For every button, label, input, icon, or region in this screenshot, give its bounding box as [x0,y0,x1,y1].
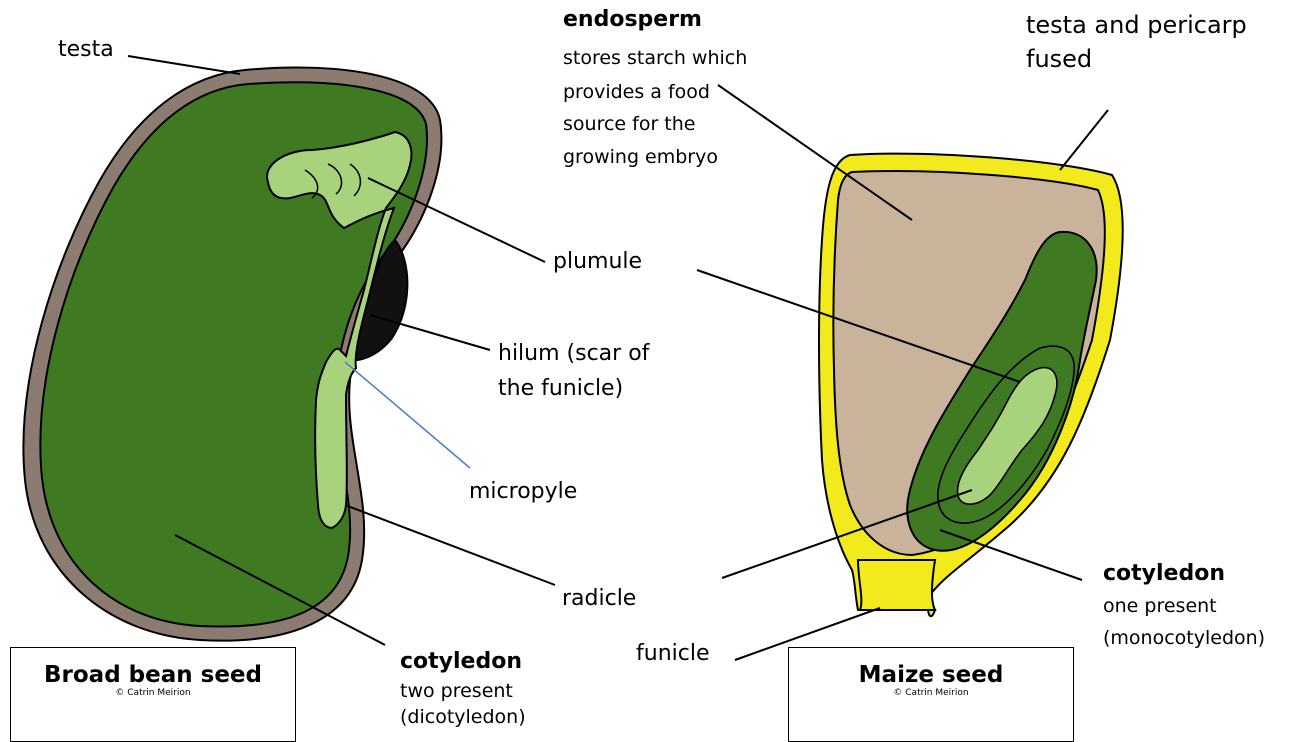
label-funicle: funicle [636,640,710,667]
label-hilum-line1: hilum (scar of [498,340,649,367]
label-maize-cotyledon-sub1: one present [1103,594,1217,619]
leader-endosperm [718,85,912,220]
label-maize-cotyledon: cotyledon [1103,560,1225,588]
label-radicle: radicle [562,585,636,612]
label-testa-pericarp-line2: fused [1026,46,1092,73]
label-testa: testa [58,36,114,63]
leader-testa [128,56,240,74]
label-plumule: plumule [553,248,642,275]
leader-micropyle [345,362,470,468]
label-testa-pericarp-line1: testa and pericarp [1026,12,1247,39]
label-micropyle: micropyle [469,478,577,505]
leader-radicle [345,505,555,585]
label-endosperm-sub4: growing embryo [563,145,718,170]
maize-stalk [858,560,935,610]
label-bean-cotyledon-sub1: two present [400,679,513,704]
label-maize-cotyledon-sub2: (monocotyledon) [1103,626,1265,651]
label-hilum-line2: the funicle) [498,375,623,402]
maize-seed [819,154,1123,617]
label-endosperm-sub1: stores starch which [563,46,747,71]
bean-title: Broad bean seed [11,662,295,688]
maize-title: Maize seed [789,662,1073,688]
maize-title-box: Maize seed © Catrin Meirion [788,647,1074,742]
leader-testa-pericarp [1060,110,1108,170]
label-bean-cotyledon-sub2: (dicotyledon) [400,705,526,730]
label-endosperm-sub3: source for the [563,112,695,137]
bean-credit: © Catrin Meirion [11,688,295,698]
label-endosperm-sub2: provides a food [563,80,710,105]
broad-bean-seed [23,68,441,641]
maize-credit: © Catrin Meirion [789,688,1073,698]
label-bean-cotyledon: cotyledon [400,648,522,676]
bean-title-box: Broad bean seed © Catrin Meirion [10,647,296,742]
label-endosperm: endosperm [563,6,702,34]
